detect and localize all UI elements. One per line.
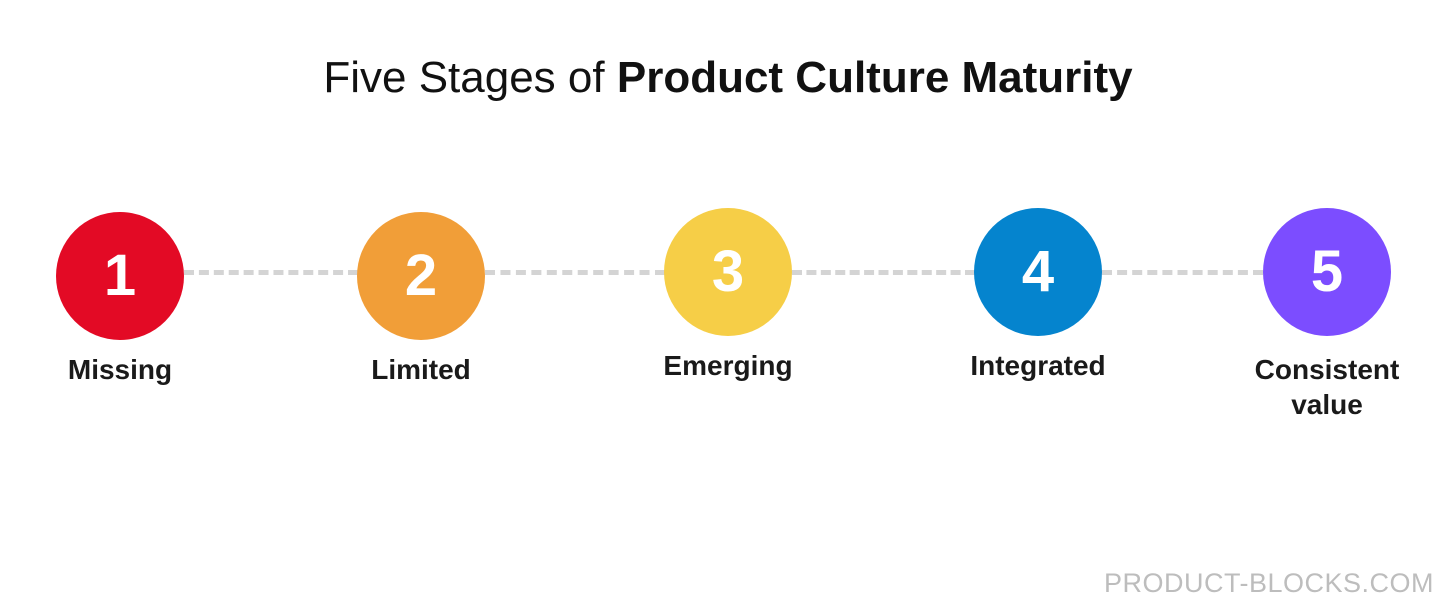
- stage-number: 4: [1021, 239, 1055, 304]
- stage-label: Integrated: [918, 348, 1158, 383]
- connector-4-5: [1102, 270, 1263, 275]
- stage-label: Consistent value: [1207, 352, 1447, 422]
- stage-label: Limited: [301, 352, 541, 387]
- stage-label-line: Missing: [67, 354, 173, 385]
- stage-label: Emerging: [608, 348, 848, 383]
- stage-number: 1: [103, 243, 137, 308]
- stage-number: 2: [404, 243, 438, 308]
- stage-label-line: Integrated: [970, 350, 1106, 381]
- watermark: PRODUCT-BLOCKS.COM: [1103, 568, 1434, 598]
- stage-label-line: Consistent: [1254, 354, 1400, 385]
- connector-2-3: [485, 270, 665, 275]
- stage-label: Missing: [0, 352, 240, 387]
- connector-1-2: [184, 270, 358, 275]
- stage-number-circle: 3: [664, 208, 792, 336]
- stage-label-line: Emerging: [663, 350, 793, 381]
- stage-number-circle: 5: [1263, 208, 1391, 336]
- diagram-title: Five Stages of Product Culture Maturity: [0, 50, 1456, 106]
- title-emphasis: Product Culture Maturity: [616, 53, 1133, 102]
- stage-number: 5: [1310, 239, 1344, 304]
- stage-number-circle: 1: [56, 212, 184, 340]
- stage-number-circle: 4: [974, 208, 1102, 336]
- stage-label-line: value: [1291, 389, 1363, 420]
- stage-label-line: Limited: [371, 354, 471, 385]
- title-prefix: Five Stages of: [323, 53, 605, 102]
- stage-number: 3: [711, 239, 745, 304]
- connector-3-4: [792, 270, 975, 275]
- stage-number-circle: 2: [357, 212, 485, 340]
